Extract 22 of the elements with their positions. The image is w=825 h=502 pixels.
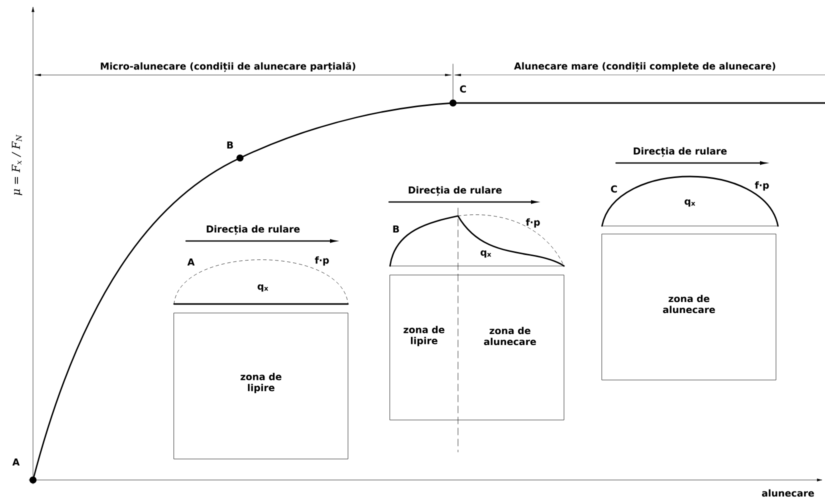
load-label: f·p xyxy=(314,256,329,266)
axis-label: alunecare xyxy=(762,489,814,497)
load-label: q$_{x}$ xyxy=(684,199,696,207)
point-label: C xyxy=(460,85,466,93)
point-label: A xyxy=(12,458,20,466)
direction-label: Direcția de rulare xyxy=(634,147,727,157)
axis-label: μ = F$_{x}$ / F$_{N}$ xyxy=(12,134,22,196)
load-label: f·p xyxy=(754,181,769,191)
point-label: A xyxy=(187,258,195,266)
load-label: f·p xyxy=(526,218,540,228)
range-label: Micro-alunecare (condiții de alunecare parțială) xyxy=(98,61,358,73)
point-label: B xyxy=(227,142,233,148)
point-label: B xyxy=(393,226,399,232)
contact-zone-box: zona de lipire xyxy=(174,312,348,460)
direction-label: Direcția de rulare xyxy=(408,186,502,196)
point-label: C xyxy=(610,185,617,193)
contact-zone-box: zona de alunecare xyxy=(602,234,776,380)
contact-zone-box: zona de lipire zona de alunecare xyxy=(390,274,564,420)
load-label: q$_{x}$ xyxy=(258,284,268,292)
direction-label: Direcția de rulare xyxy=(206,225,300,235)
load-label: q$_{x}$ xyxy=(480,250,492,258)
range-label: Alunecare mare (condiții complete de alunecare) xyxy=(512,61,778,73)
